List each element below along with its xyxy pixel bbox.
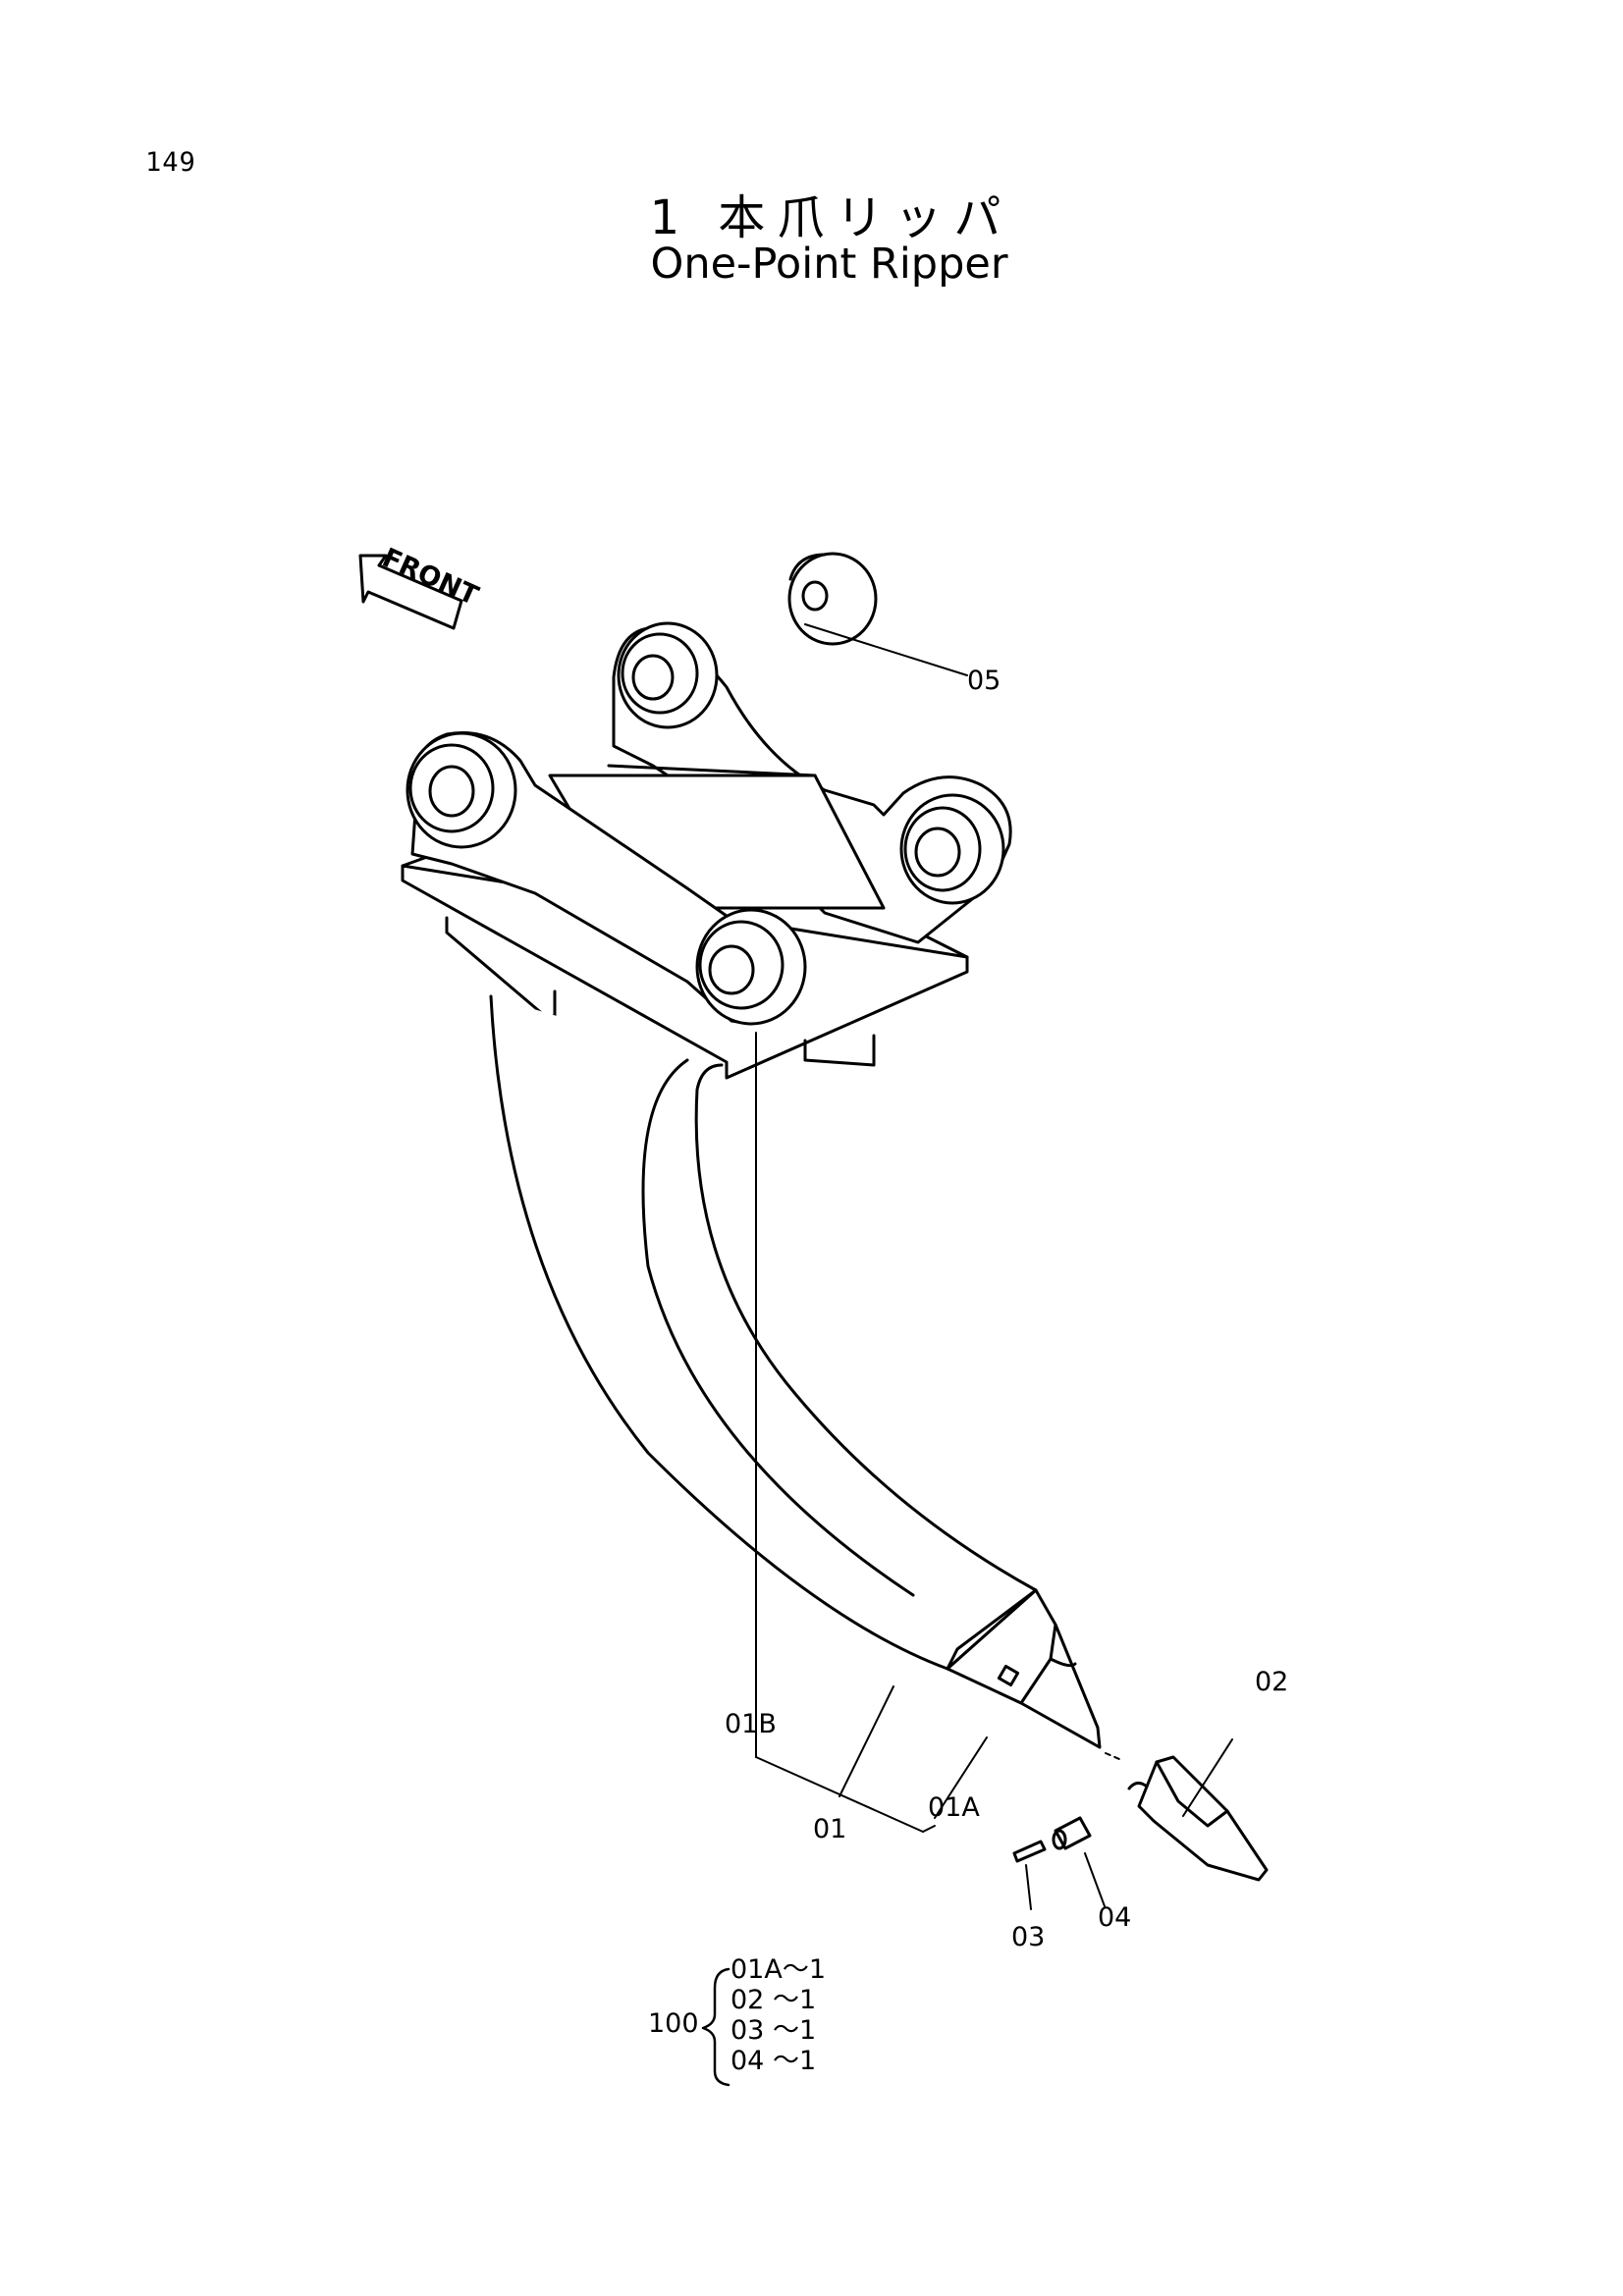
callout-01B: 01B: [725, 1709, 777, 1739]
lock-part: [1052, 1816, 1092, 1850]
kit-item-2: 02 ～1: [730, 1985, 816, 2015]
page-number: 149: [145, 147, 196, 178]
kit-item-3: 03 ～1: [730, 2015, 816, 2046]
kit-number: 100: [648, 2008, 699, 2039]
ripper-tooth-part: [1127, 1755, 1269, 1882]
title-japanese: 1 本爪リッパ: [649, 190, 1013, 245]
pin-boss-front: [695, 908, 807, 1026]
callout-04: 04: [1098, 1902, 1131, 1933]
title-english: One-Point Ripper: [650, 240, 1008, 289]
callout-01A: 01A: [928, 1792, 980, 1823]
kit-item-4: 04 ～1: [730, 2046, 816, 2076]
callout-02: 02: [1255, 1667, 1288, 1697]
ripper-mounting-bracket: [401, 621, 1012, 1080]
pin-part: [1012, 1840, 1047, 1863]
pin-boss-left: [406, 731, 517, 849]
washer-part: [787, 552, 878, 646]
ripper-shank: [489, 994, 1038, 1671]
pin-boss-right: [899, 793, 1005, 905]
kit-note: 100 01A～1 02 ～1 03 ～1 04 ～1: [648, 1954, 826, 2087]
leader-lines: [755, 623, 1233, 1910]
callout-05: 05: [967, 666, 1001, 696]
kit-item-1: 01A～1: [730, 1954, 826, 1985]
pin-boss-top: [617, 621, 719, 729]
callout-01: 01: [813, 1814, 846, 1844]
ripper-tooth-adapter: [946, 1588, 1102, 1749]
callout-03: 03: [1011, 1922, 1045, 1952]
front-arrow-icon: FRONT: [358, 543, 483, 630]
